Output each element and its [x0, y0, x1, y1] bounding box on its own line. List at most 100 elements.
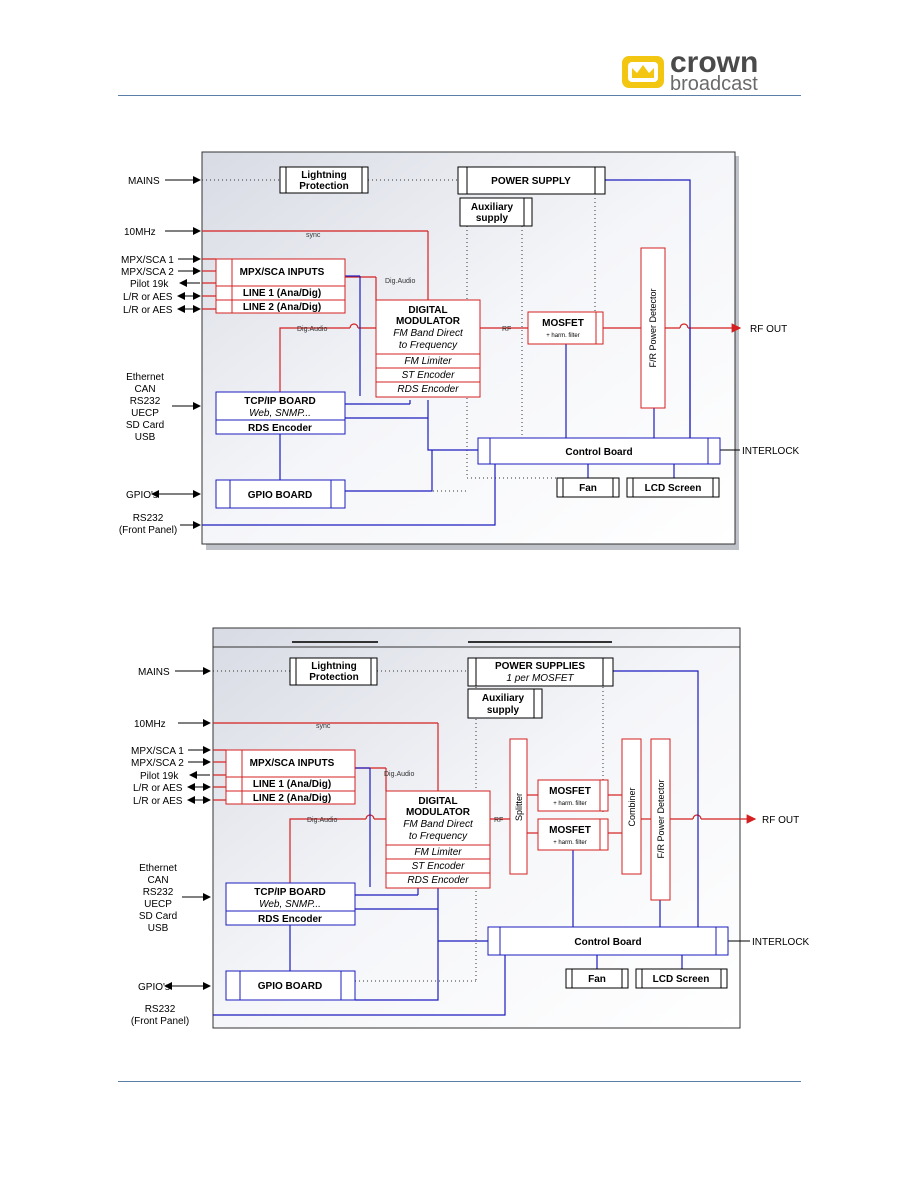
mpx-label: MPX/SCA INPUTS — [240, 267, 325, 278]
psu-label: POWER SUPPLY — [491, 176, 571, 187]
gpio-board-block: GPIO BOARD — [225, 970, 356, 1001]
tcp-rds-label: RDS Encoder — [258, 914, 322, 925]
control-label: Control Board — [565, 447, 632, 458]
sync-label: sync — [316, 723, 331, 730]
pilot-19k-label: Pilot 19k — [140, 771, 179, 782]
mpx-sca-2-label: MPX/SCA 2 — [121, 267, 174, 278]
aux-line2: supply — [476, 213, 509, 224]
dig-audio-label-b: Dig.Audio — [307, 817, 337, 824]
crown-broadcast-logo: crown broadcast — [620, 46, 805, 99]
mod-title-2: MODULATOR — [396, 316, 461, 327]
splitter-label: Splitter — [514, 793, 524, 821]
dig-audio-label-a: Dig.Audio — [384, 771, 414, 778]
lightning-protection-block: Lightning Protection — [289, 657, 378, 686]
crown-icon — [632, 65, 654, 78]
lcd-label: LCD Screen — [653, 974, 710, 985]
tcpip-board-block: TCP/IP BOARD Web, SNMP... RDS Encoder — [225, 882, 356, 926]
mod-title-1: DIGITAL — [408, 305, 447, 316]
clock-10mhz-label: 10MHz — [124, 227, 156, 238]
aux-line2: supply — [487, 705, 520, 716]
net-rs232-label: RS232 — [130, 396, 161, 407]
mod-sub-2: to Frequency — [399, 340, 458, 351]
rds-encoder-label: RDS Encoder — [407, 875, 469, 886]
digital-modulator-block: DIGITAL MODULATOR FM Band Direct to Freq… — [385, 790, 491, 889]
lightning-line1: Lightning — [311, 661, 357, 672]
auxiliary-supply-block: Auxiliary supply — [459, 197, 533, 227]
dig-audio-label-a: Dig.Audio — [385, 278, 415, 285]
mosfet-label: MOSFET — [542, 318, 584, 329]
lcd-label: LCD Screen — [645, 483, 702, 494]
line2-label: LINE 2 (Ana/Dig) — [253, 793, 331, 804]
net-can-label: CAN — [134, 384, 155, 395]
front-rs232-label: RS232 — [145, 1004, 176, 1015]
net-ethernet-label: Ethernet — [139, 863, 177, 874]
mosfet2-label: MOSFET — [549, 825, 591, 836]
fan-block: Fan — [556, 477, 620, 498]
net-sdcard-label: SD Card — [126, 420, 164, 431]
mod-sub-1: FM Band Direct — [393, 328, 464, 339]
aes-input-2-label: L/R or AES — [133, 796, 183, 807]
block-diagram-dual-mosfet: sync Dig.Audio Dig.Audio RF MAINS 10MHz … — [131, 627, 810, 1029]
tcp-sub-label: Web, SNMP... — [259, 899, 321, 910]
rf-label: RF — [502, 326, 511, 333]
pilot-19k-label: Pilot 19k — [130, 279, 169, 290]
tcp-label: TCP/IP BOARD — [254, 887, 326, 898]
front-rs232-label: RS232 — [133, 513, 164, 524]
tcp-sub-label: Web, SNMP... — [249, 408, 311, 419]
aes-input-1-label: L/R or AES — [123, 292, 173, 303]
net-uecp-label: UECP — [131, 408, 159, 419]
gpio-label: GPIO's — [126, 490, 158, 501]
line2-label: LINE 2 (Ana/Dig) — [243, 302, 321, 313]
tcp-label: TCP/IP BOARD — [244, 396, 316, 407]
aes-input-1-label: L/R or AES — [133, 783, 183, 794]
harm-filter-label: + harm. filter — [546, 333, 580, 339]
st-encoder-label: ST Encoder — [412, 861, 465, 872]
rds-encoder-label: RDS Encoder — [397, 384, 459, 395]
block-diagram-single-mosfet: sync Dig.Audio Dig.Audio RF MAINS 10MHz … — [119, 151, 800, 550]
net-ethernet-label: Ethernet — [126, 372, 164, 383]
mod-sub-1: FM Band Direct — [403, 819, 474, 830]
lightning-line1: Lightning — [301, 170, 347, 181]
aux-line1: Auxiliary — [471, 202, 514, 213]
mod-sub-2: to Frequency — [409, 831, 468, 842]
rf-out-label: RF OUT — [750, 324, 787, 335]
gpio-board-label: GPIO BOARD — [258, 981, 322, 992]
lightning-line2: Protection — [309, 672, 358, 683]
mains-label: MAINS — [128, 176, 160, 187]
logo-text-crown: crown — [670, 46, 758, 79]
lcd-screen-block: LCD Screen — [635, 968, 728, 989]
footer-rule — [118, 1081, 801, 1082]
mosfet-block: MOSFET + harm. filter — [527, 311, 604, 345]
mod-title-2: MODULATOR — [406, 807, 471, 818]
net-usb-label: USB — [135, 432, 156, 443]
fan-label: Fan — [588, 974, 606, 985]
lightning-line2: Protection — [299, 181, 348, 192]
control-label: Control Board — [574, 937, 641, 948]
logo-text-broadcast: broadcast — [670, 73, 758, 94]
mosfet-2-block: MOSFET + harm. filter — [537, 818, 609, 851]
control-board-block: Control Board — [487, 926, 729, 956]
aes-input-2-label: L/R or AES — [123, 305, 173, 316]
gpio-board-block: GPIO BOARD — [215, 479, 346, 509]
harm-filter-label-2: + harm. filter — [553, 840, 587, 846]
tcpip-board-block: TCP/IP BOARD Web, SNMP... RDS Encoder — [215, 391, 346, 435]
combiner-label: Combiner — [627, 787, 637, 826]
net-rs232-label: RS232 — [143, 887, 174, 898]
combiner-block: Combiner — [621, 738, 642, 875]
gpio-board-label: GPIO BOARD — [248, 490, 312, 501]
psu-sub-label: 1 per MOSFET — [506, 673, 574, 684]
harm-filter-label-1: + harm. filter — [553, 801, 587, 807]
net-sdcard-label: SD Card — [139, 911, 177, 922]
rf-out-label: RF OUT — [762, 815, 799, 826]
fan-block: Fan — [565, 968, 629, 989]
line1-label: LINE 1 (Ana/Dig) — [253, 779, 331, 790]
clock-10mhz-label: 10MHz — [134, 719, 166, 730]
detector-label: F/R Power Detector — [648, 288, 658, 367]
mpx-sca-1-label: MPX/SCA 1 — [131, 746, 184, 757]
mod-title-1: DIGITAL — [418, 796, 457, 807]
lcd-screen-block: LCD Screen — [626, 477, 720, 498]
digital-modulator-block: DIGITAL MODULATOR FM Band Direct to Freq… — [375, 299, 481, 398]
auxiliary-supply-block: Auxiliary supply — [467, 688, 543, 719]
mosfet1-label: MOSFET — [549, 786, 591, 797]
net-usb-label: USB — [148, 923, 169, 934]
